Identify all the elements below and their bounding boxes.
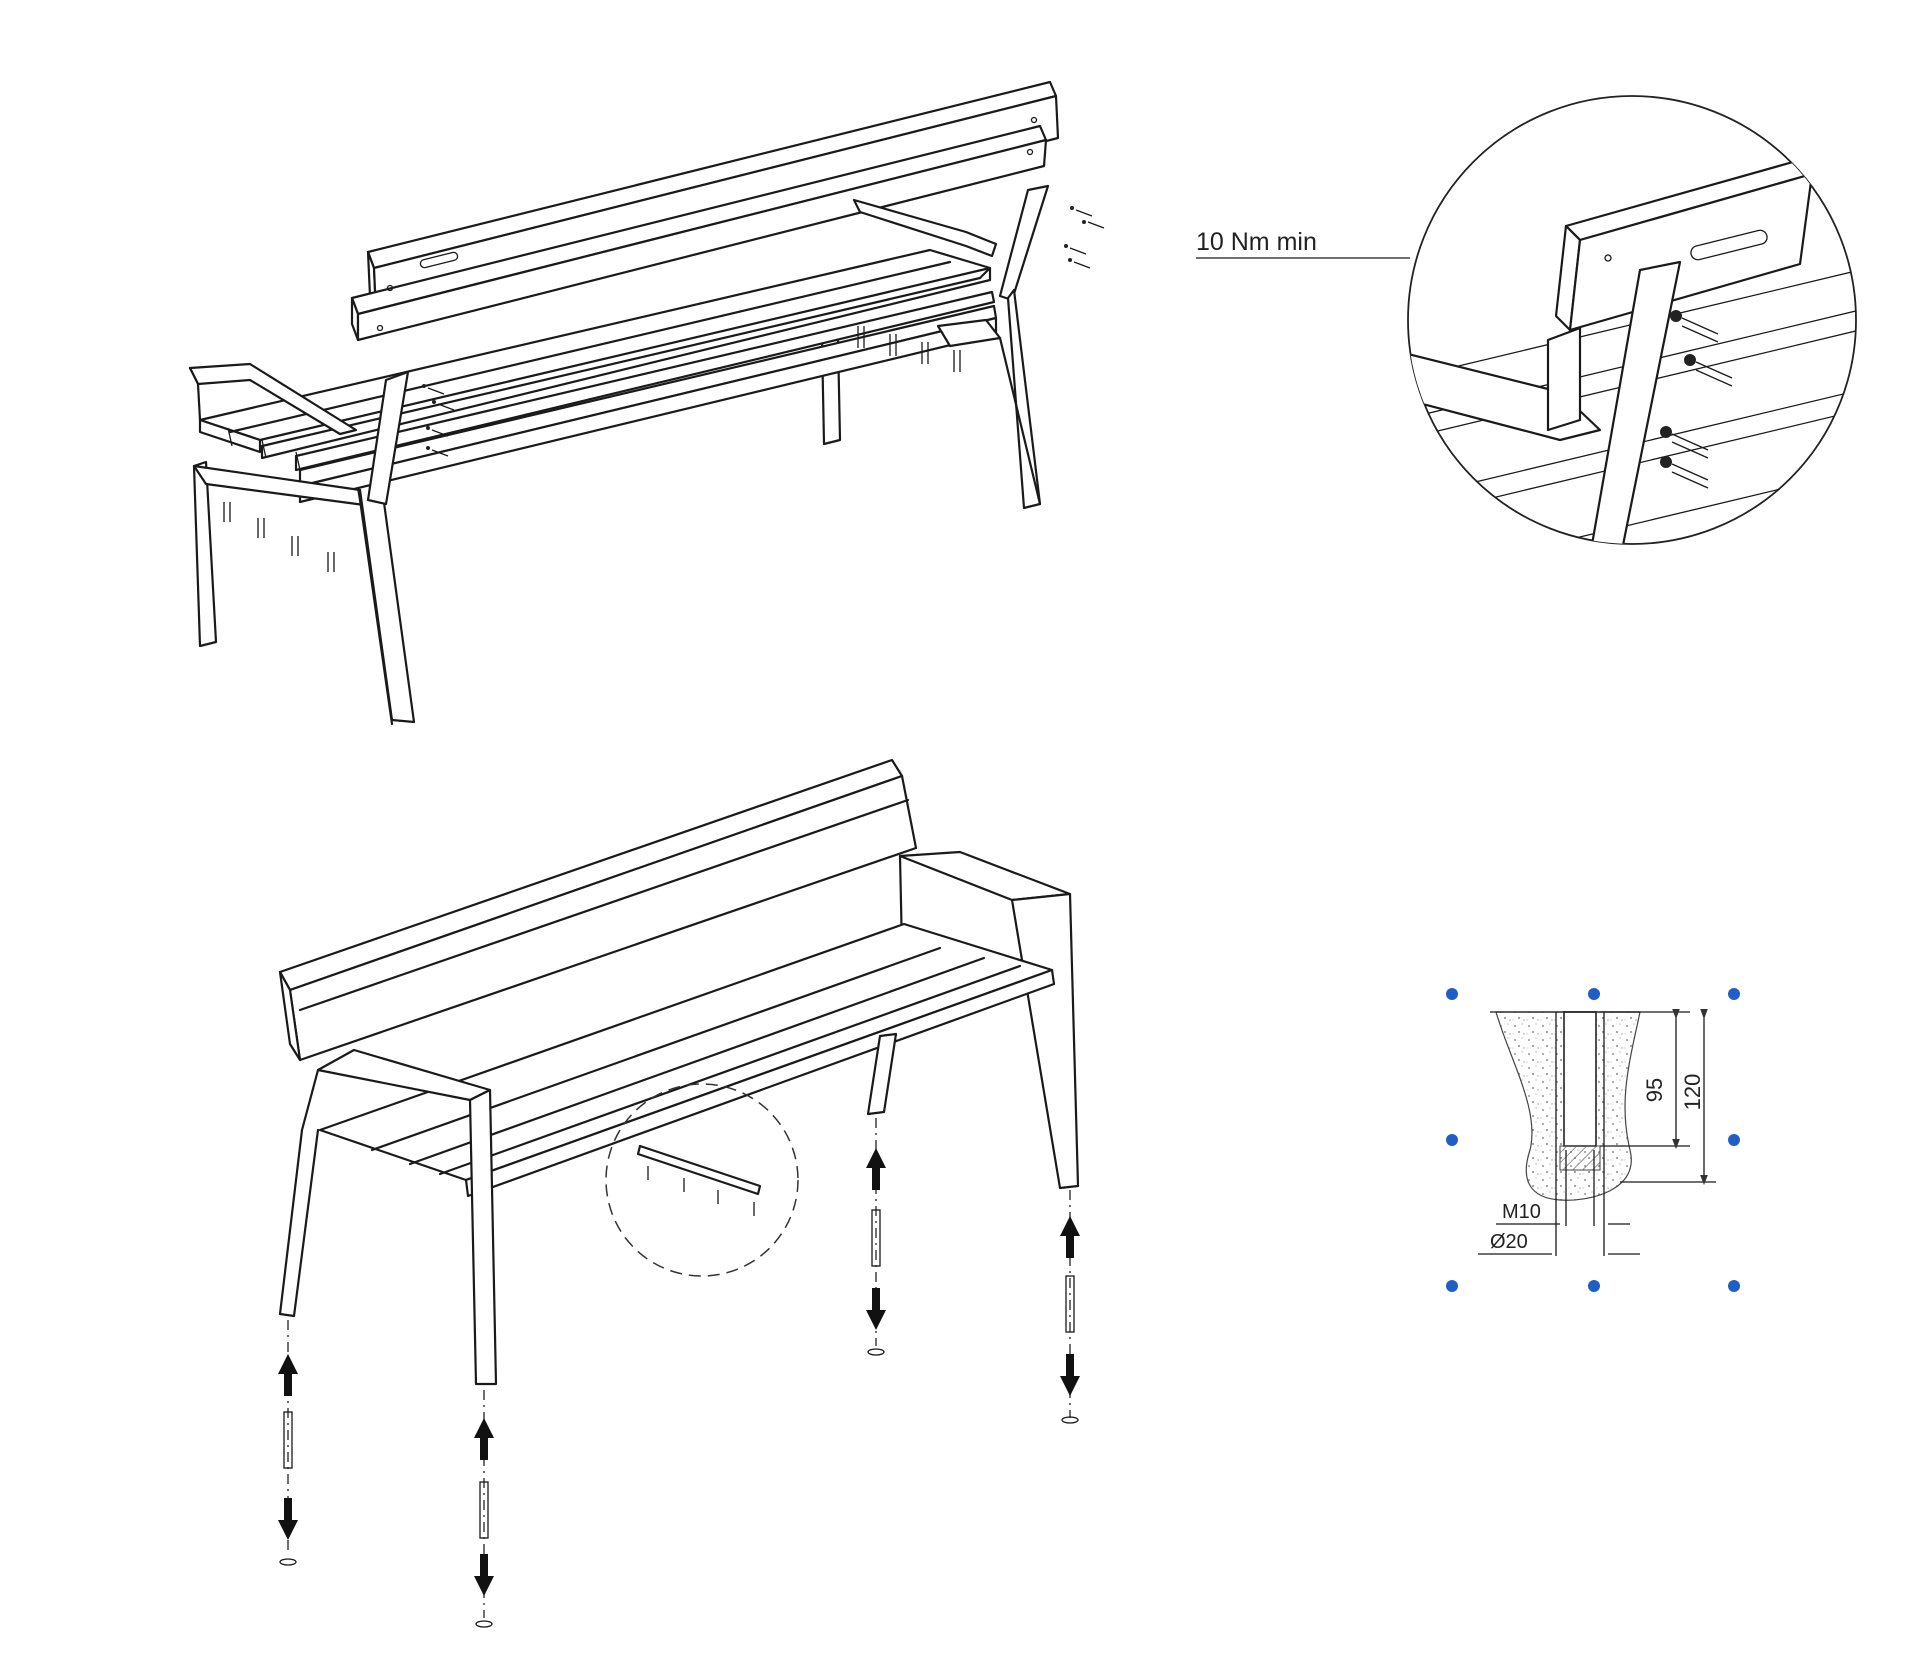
torque-label: 10 Nm min — [1196, 228, 1317, 256]
support-bracket — [636, 1144, 762, 1216]
bracket-detail-outline — [605, 1083, 799, 1277]
backrest-bolts — [422, 206, 1105, 457]
seat-slats — [198, 248, 998, 488]
backrest-boards — [350, 80, 1060, 342]
anchor-right-rear — [1060, 1190, 1080, 1424]
anchor-left-front — [278, 1320, 298, 1566]
right-frame — [852, 184, 1050, 510]
left-frame — [188, 362, 416, 726]
dimension-hole-depth: 120 — [1680, 1074, 1705, 1111]
selection-handles[interactable] — [1446, 988, 1740, 1292]
seat-screws — [223, 326, 961, 572]
detail-bolts — [1660, 310, 1733, 489]
dimension-embed-depth: 95 — [1642, 1078, 1667, 1102]
bolt-detail-circle — [1407, 95, 1857, 545]
torque-callout: 10 Nm min — [1196, 228, 1410, 259]
foundation-section-detail: 95 120 M10 Ø20 — [1446, 988, 1740, 1292]
anchor-right-front — [866, 1118, 886, 1356]
dimension-thread: M10 — [1502, 1201, 1541, 1223]
dimension-hole-diameter: Ø20 — [1490, 1231, 1528, 1253]
exploded-bench-view — [188, 80, 1105, 726]
anchor-left-rear — [474, 1390, 494, 1628]
anchor-arrows — [278, 1118, 1080, 1628]
bench-seat-slats — [318, 922, 1056, 1198]
assembled-bench-view — [278, 758, 1080, 1386]
